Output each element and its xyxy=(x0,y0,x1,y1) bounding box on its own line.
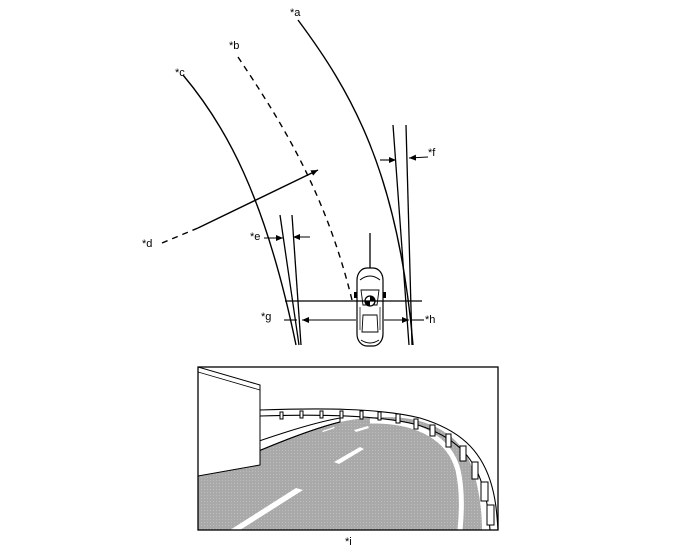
label-i: *i xyxy=(345,536,352,548)
label-b: *b xyxy=(229,40,239,52)
left-tangent-1 xyxy=(279,214,300,346)
guardrail-posts xyxy=(279,410,495,526)
label-h: *h xyxy=(425,314,435,326)
center-dash-4 xyxy=(322,427,335,432)
radius-arrow xyxy=(197,169,319,229)
curve-b xyxy=(237,56,353,301)
right-tangent-2 xyxy=(405,124,413,346)
retaining-wall xyxy=(198,367,261,477)
road-surface xyxy=(198,417,482,530)
curve-c xyxy=(182,74,297,346)
f-dimension-right xyxy=(408,154,429,161)
label-g: *g xyxy=(261,311,271,323)
car-top-view xyxy=(354,267,386,347)
guardrail-top xyxy=(259,408,498,530)
label-d: *d xyxy=(142,238,152,250)
radius-line-dashed xyxy=(161,227,199,244)
lane-edge-stripe-right xyxy=(369,418,464,530)
center-dash-2 xyxy=(334,447,364,464)
label-c: *c xyxy=(175,67,185,79)
lane-geometry-diagram: *a *b *c *d *e *f *g *h xyxy=(142,7,436,347)
curve-a xyxy=(297,19,414,346)
label-f: *f xyxy=(428,147,436,159)
inset-frame-border xyxy=(197,366,499,531)
center-dash-3 xyxy=(354,426,369,432)
guardrail-bottom xyxy=(259,414,491,530)
label-a: *a xyxy=(290,7,301,19)
curved-road-illustration: *i xyxy=(197,366,499,548)
label-e: *e xyxy=(250,231,260,243)
center-dash-1 xyxy=(230,488,303,530)
